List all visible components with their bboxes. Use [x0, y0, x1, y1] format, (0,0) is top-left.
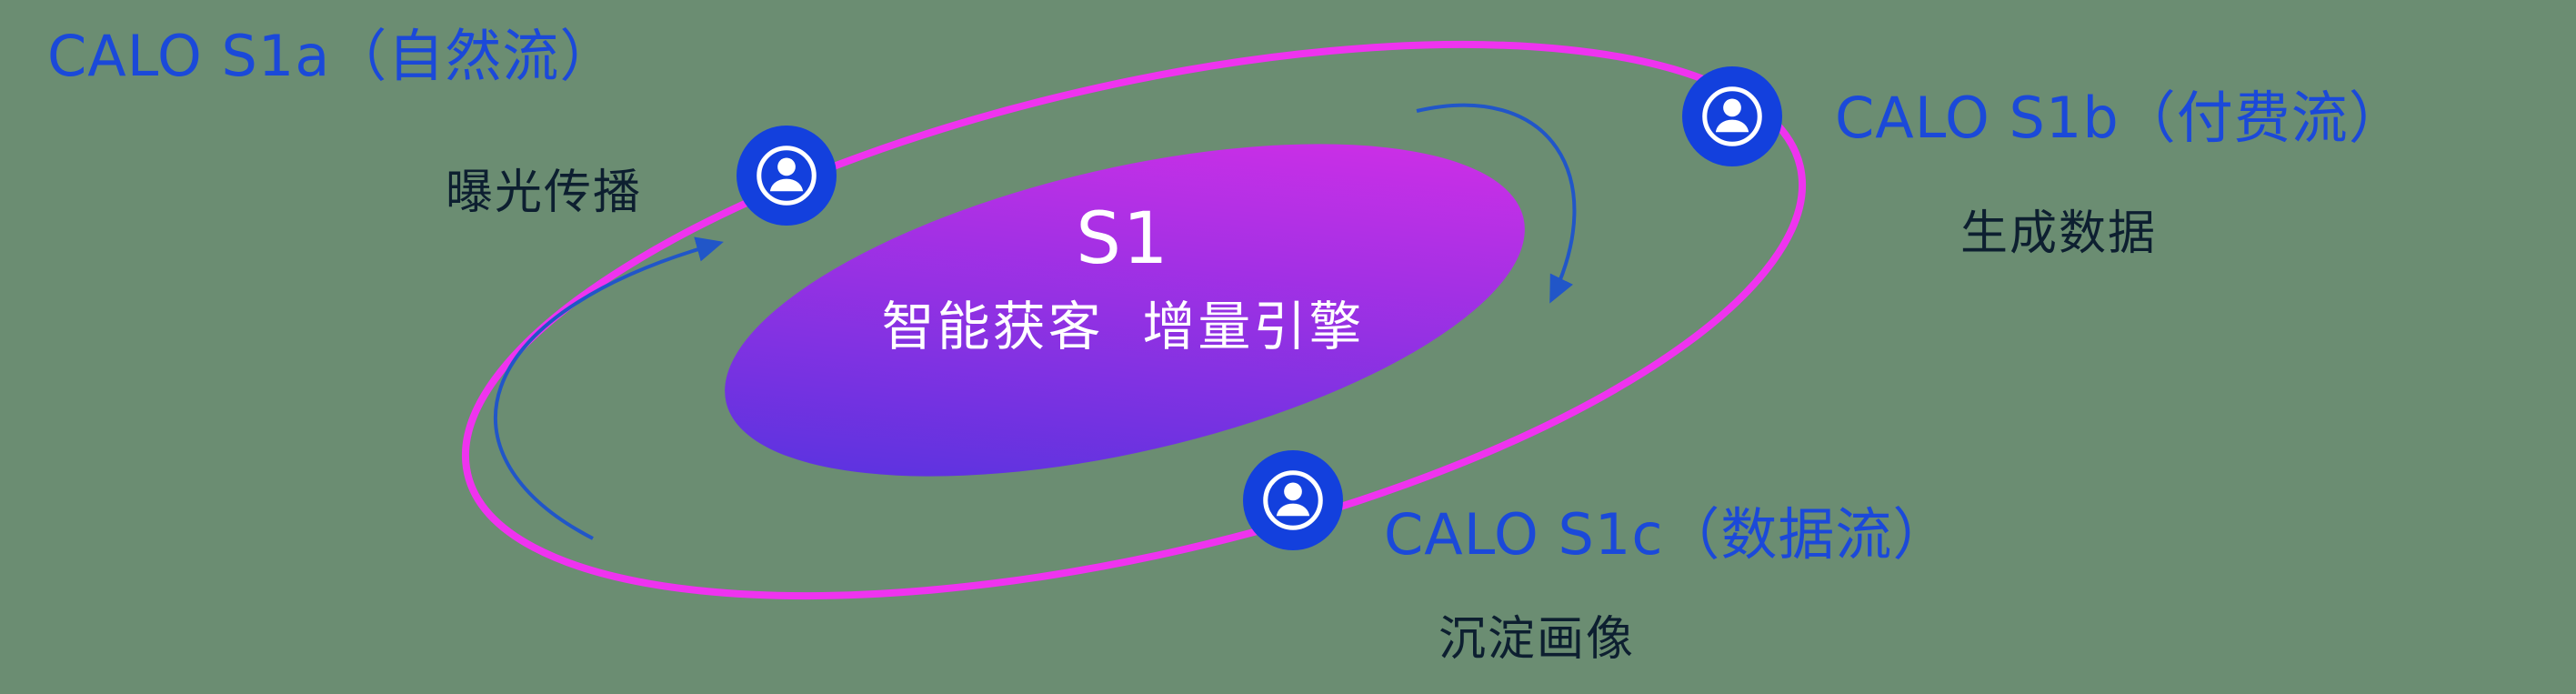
sublabel-s1a: 曝光传播 [446, 166, 643, 220]
flow-arrow-right [1416, 103, 1577, 304]
flow-arrow-left [494, 236, 724, 540]
node-badge-s1a [737, 126, 837, 226]
core-subtitle: 智能获客 增量引擎 [881, 296, 1365, 357]
user-icon [1682, 66, 1782, 166]
sublabel-s1c: 沉淀画像 [1438, 612, 1636, 667]
label-calo-s1b: CALO S1b（付费流） [1835, 85, 2406, 151]
orbit-ring [461, 40, 1807, 600]
node-badge-s1b [1682, 66, 1782, 166]
sublabel-s1b: 生成数据 [1960, 206, 2158, 261]
label-calo-s1a: CALO S1a（自然流） [47, 23, 617, 89]
user-icon [1243, 450, 1343, 550]
core-title: S1 [1076, 198, 1170, 280]
user-icon [737, 126, 837, 226]
core-ellipse [725, 144, 1525, 477]
node-badge-s1c [1243, 450, 1343, 550]
label-calo-s1c: CALO S1c（数据流） [1384, 501, 1950, 568]
